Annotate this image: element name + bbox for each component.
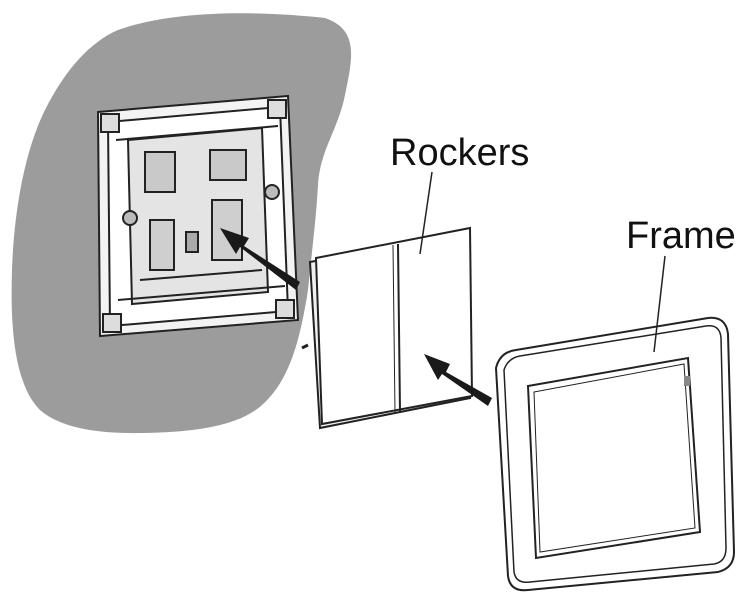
arrow-icon-2 — [424, 354, 492, 406]
frame-leader-line — [653, 255, 666, 353]
rocker-panel — [301, 226, 474, 430]
arrow-icon — [220, 228, 300, 290]
rockers-leader-line — [419, 171, 433, 255]
switch-mechanism — [96, 94, 300, 338]
frame — [494, 316, 736, 592]
frame-label: Frame — [626, 215, 736, 257]
rockers-label: Rockers — [390, 132, 530, 174]
